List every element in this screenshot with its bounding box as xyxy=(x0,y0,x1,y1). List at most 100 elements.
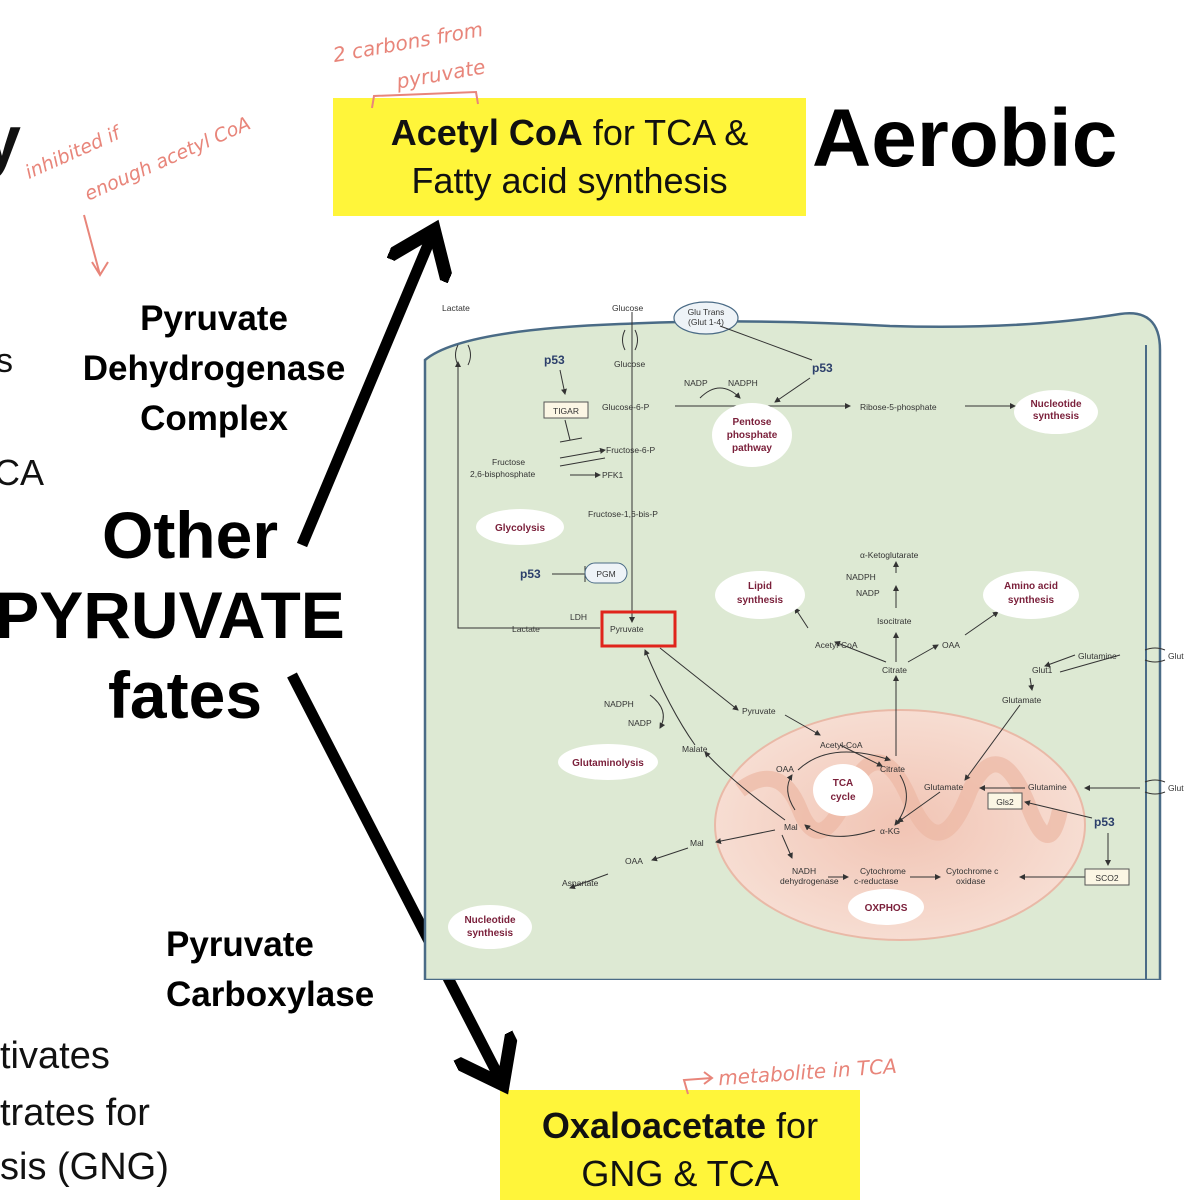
label-mal: Mal xyxy=(784,822,798,832)
glu-trans-oval xyxy=(673,301,739,335)
pill-amino-line1: Amino acid xyxy=(1004,581,1058,592)
label-citrate-mito: Citrate xyxy=(880,764,905,774)
oxaloacetate-box: Oxaloacetate for GNG & TCA xyxy=(500,1090,860,1200)
acetyl-coa-bold: Acetyl CoA xyxy=(390,112,583,153)
label-gls2: Gls2 xyxy=(996,797,1014,807)
enzyme-pc-line2: Carboxylase xyxy=(166,975,375,1014)
label-pgm: PGM xyxy=(596,569,615,579)
label-cytochrome-reductase-2: c-reductase xyxy=(854,876,899,886)
enzyme-pdh-line1: Pyruvate xyxy=(140,299,288,338)
label-glucose-top: Glucose xyxy=(612,303,643,313)
label-nadph-2: NADPH xyxy=(846,572,876,582)
arrow-to-acetyl-coa xyxy=(296,240,430,548)
cut-text-fragment-5: sis (GNG) xyxy=(0,1146,169,1188)
glucose-channel-icon xyxy=(622,329,638,351)
label-oaa-2: OAA xyxy=(625,856,643,866)
annotation-bracket xyxy=(371,90,479,109)
pill-lipid-line2: synthesis xyxy=(737,595,784,606)
label-cytochrome-oxidase-1: Cytochrome c xyxy=(946,866,999,876)
gls2-box xyxy=(987,792,1023,810)
glutamine-channel-icon-2 xyxy=(1144,779,1166,795)
label-nadp-3: NADP xyxy=(628,718,652,728)
pill-tca-line2: cycle xyxy=(830,792,855,803)
pill-tca-cycle xyxy=(813,764,873,816)
label-pfk1: PFK1 xyxy=(602,470,624,480)
center-title-fates: fates xyxy=(107,658,263,732)
center-title-pyruvate: PYRUVATE xyxy=(0,578,345,652)
pill-nucleotide-bot-line1: Nucleotide xyxy=(464,915,516,926)
label-pyruvate-cytosol: Pyruvate xyxy=(610,624,644,634)
pill-nucleotide-bot-line2: synthesis xyxy=(467,928,514,939)
cut-text-fragment-4: trates for xyxy=(0,1092,150,1134)
label-fructose-16-bis-p: Fructose-1,6-bis-P xyxy=(588,509,658,519)
center-title: Other PYRUVATE fates xyxy=(0,495,370,735)
heading-aerobic: Aerobic xyxy=(812,93,1118,184)
label-oaa-cytosol: OAA xyxy=(942,640,960,650)
label-mal-2: Mal xyxy=(690,838,704,848)
glutamine-channel-icon-1 xyxy=(1144,647,1166,663)
p53-label-tigar: p53 xyxy=(544,353,565,367)
enzyme-pdh-label: Pyruvate Dehydrogenase Complex xyxy=(55,294,373,444)
label-citrate-cytosol: Citrate xyxy=(882,665,907,675)
arrow-to-oxaloacetate xyxy=(287,672,498,1075)
pill-lipid-synthesis xyxy=(715,571,805,619)
enzyme-pdh-line2: Dehydrogenase xyxy=(82,349,346,388)
pyruvate-highlight-box xyxy=(600,610,677,648)
pill-nucleotide-top-line1: Nucleotide xyxy=(1030,399,1082,410)
p53-label-ppp: p53 xyxy=(812,361,833,375)
label-cytochrome-reductase-1: Cytochrome xyxy=(860,866,906,876)
label-fructose26-line1: Fructose xyxy=(492,457,525,467)
cut-heading-fragment: y xyxy=(0,101,21,179)
acetyl-coa-line2: Fatty acid synthesis xyxy=(411,160,728,201)
pill-amino-line2: synthesis xyxy=(1008,595,1055,606)
pill-lipid-line1: Lipid xyxy=(748,581,772,592)
label-pyruvate-mito: Pyruvate xyxy=(742,706,776,716)
cut-text-fragment-2: CA xyxy=(0,452,45,493)
label-glu-trans-2: (Glut 1-4) xyxy=(688,317,724,327)
label-glucose: Glucose xyxy=(614,359,645,369)
label-tigar: TIGAR xyxy=(553,406,579,416)
oxaloacetate-bold: Oxaloacetate xyxy=(541,1105,767,1146)
pill-oxphos xyxy=(848,889,924,925)
label-ldh: LDH xyxy=(570,612,587,622)
pill-amino-acid-synthesis xyxy=(983,571,1079,619)
mitochondrion-cristae xyxy=(735,754,1068,843)
pill-pentose-line3: pathway xyxy=(732,443,772,454)
label-nadph-3: NADPH xyxy=(604,699,634,709)
acetyl-coa-box: Acetyl CoA for TCA & Fatty acid synthesi… xyxy=(333,98,806,216)
cut-text-fragment-1: s xyxy=(0,342,13,380)
label-acetyl-coa-mito: Acetyl-CoA xyxy=(820,740,863,750)
pill-tca-line1: TCA xyxy=(833,778,854,789)
label-sco2: SCO2 xyxy=(1095,873,1118,883)
pill-oxphos-text: OXPHOS xyxy=(865,903,908,914)
metabolism-diagram: Nucleotide synthesis Pentose phosphate p… xyxy=(423,301,1184,980)
label-nadh-dehydrogenase-1: NADH xyxy=(792,866,816,876)
label-oaa-mito: OAA xyxy=(776,764,794,774)
label-lactate: Lactate xyxy=(512,624,540,634)
enzyme-pc-label: Pyruvate Carboxylase xyxy=(166,920,374,1020)
p53-label-gls2: p53 xyxy=(1094,815,1115,829)
label-glut1: Glut1 xyxy=(1032,665,1053,675)
label-fructose26-line2: 2,6-bisphosphate xyxy=(470,469,535,479)
label-glutamate-mito: Glutamate xyxy=(924,782,963,792)
label-malate: Malate xyxy=(682,744,708,754)
label-glut-edge-2: Glut xyxy=(1168,783,1184,793)
label-nadp-2: NADP xyxy=(856,588,880,598)
label-glut-edge-1: Glut xyxy=(1168,651,1184,661)
label-isocitrate: Isocitrate xyxy=(877,616,912,626)
oxaloacetate-line2: GNG & TCA xyxy=(581,1153,779,1194)
pill-nucleotide-top-line2: synthesis xyxy=(1033,411,1080,422)
pgm-oval xyxy=(584,562,628,584)
label-alpha-kg-mito: α-KG xyxy=(880,826,900,836)
pill-nucleotide-synthesis-top xyxy=(1014,390,1098,434)
center-title-other: Other xyxy=(101,498,279,572)
label-nadh-dehydrogenase-2: dehydrogenase xyxy=(780,876,839,886)
cut-text-fragment-3: tivates xyxy=(0,1035,110,1077)
label-glutamine-mito: Glutamine xyxy=(1028,782,1067,792)
acetyl-coa-rest: for TCA & xyxy=(582,112,749,153)
annotation-arrow-down xyxy=(83,214,109,277)
label-glucose-6-p: Glucose-6-P xyxy=(602,402,650,412)
oxaloacetate-rest: for xyxy=(766,1105,819,1146)
enzyme-pc-line1: Pyruvate xyxy=(166,925,314,964)
pill-nucleotide-synthesis-bottom xyxy=(448,905,532,949)
